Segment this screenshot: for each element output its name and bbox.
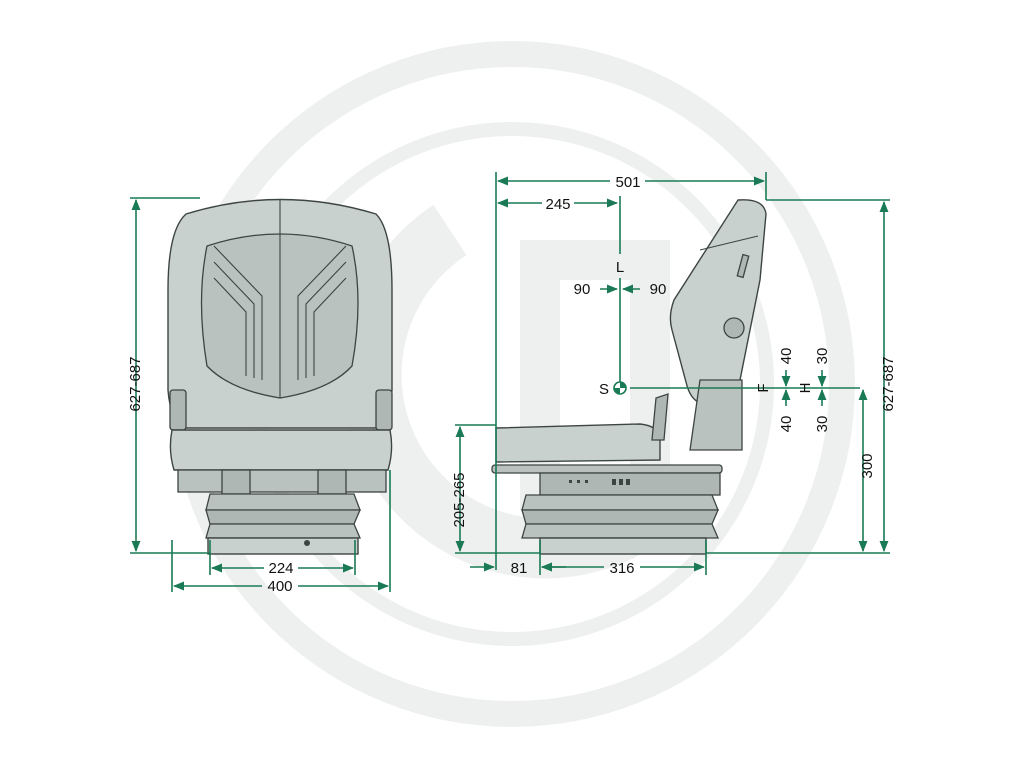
side-depth-label: 501	[615, 174, 640, 191]
f-down-label: 40	[778, 416, 795, 433]
front-outer-width-label: 400	[267, 578, 292, 595]
base-to-s-height-label: 300	[859, 453, 876, 478]
side-to-s-label: 245	[545, 196, 570, 213]
front-inner-width-label: 224	[268, 560, 293, 577]
side-view-seat	[491, 199, 767, 555]
seat-reference-point-s	[613, 381, 627, 395]
s-point-label: S	[599, 381, 609, 398]
front-view-seat	[167, 198, 393, 555]
f-up-label: 40	[778, 348, 795, 365]
right-adjust-label: 90	[650, 281, 667, 298]
side-dimension-lines	[455, 172, 890, 575]
f-label: F	[755, 383, 772, 392]
h-up-label: 30	[814, 348, 831, 365]
front-dimension-lines	[130, 197, 391, 592]
side-height-label: 627-687	[880, 356, 897, 411]
seat-base-height-label: 205-265	[451, 472, 468, 527]
h-label: H	[797, 383, 814, 394]
l-axis-label: L	[616, 259, 624, 276]
h-down-label: 30	[814, 416, 831, 433]
left-adjust-label: 90	[574, 281, 591, 298]
base-depth-label: 316	[609, 560, 634, 577]
front-height-label: 627-687	[127, 356, 144, 411]
front-offset-label: 81	[511, 560, 528, 577]
